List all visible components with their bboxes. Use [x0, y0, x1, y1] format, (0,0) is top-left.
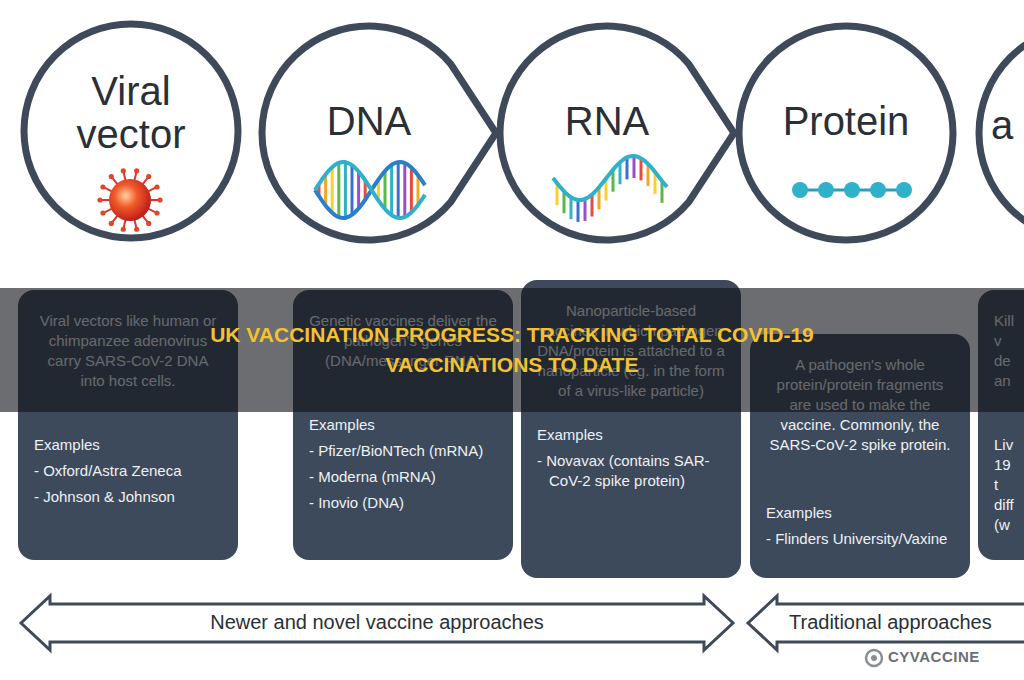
type-circle: DNA	[258, 22, 480, 244]
arrow-band: Traditional approaches	[745, 594, 1024, 652]
type-circle: Protein	[735, 22, 957, 244]
type-circle: a	[975, 22, 1024, 244]
circle-label: a	[991, 104, 1024, 147]
example-item: - Oxford/Astra Zeneca	[34, 461, 222, 481]
example-item: - Novavax (contains SAR-CoV-2 spike prot…	[537, 451, 725, 491]
virus-icon	[97, 168, 162, 232]
examples-heading: Examples	[537, 425, 725, 445]
type-circle: RNA	[496, 22, 718, 244]
examples-heading: Examples	[766, 503, 954, 523]
protein-chain-icon	[792, 182, 912, 198]
arrow-label: Newer and novel vaccine approaches	[58, 610, 696, 634]
circle-label: Viral vector	[36, 70, 226, 156]
example-item: - Flinders University/Vaxine	[766, 529, 954, 549]
example-item: - Inovio (DNA)	[309, 493, 497, 513]
watermark: CYVACCINE	[888, 648, 980, 665]
rna-strand-icon	[553, 156, 667, 222]
page-title: UK VACCINATION PROGRESS: TRACKING TOTAL …	[162, 320, 862, 380]
panel-text: Liv 19 t diff (w	[994, 435, 1014, 535]
arrow-label: Traditional approaches	[789, 610, 992, 634]
dna-helix-icon	[315, 162, 425, 218]
circle-label: Protein	[746, 100, 946, 143]
example-item: - Johnson & Johnson	[34, 487, 222, 507]
examples-heading: Examples	[309, 415, 497, 435]
watermark-logo	[866, 650, 882, 666]
type-circle: Viral vector	[20, 20, 242, 242]
circle-label: DNA	[274, 100, 464, 143]
example-item: - Pfizer/BioNTech (mRNA)	[309, 441, 497, 461]
title-band: UK VACCINATION PROGRESS: TRACKING TOTAL …	[0, 288, 1024, 412]
examples-heading: Examples	[34, 435, 222, 455]
circle-label: RNA	[512, 100, 702, 143]
example-item: - Moderna (mRNA)	[309, 467, 497, 487]
arrow-band: Newer and novel vaccine approaches	[18, 594, 736, 652]
